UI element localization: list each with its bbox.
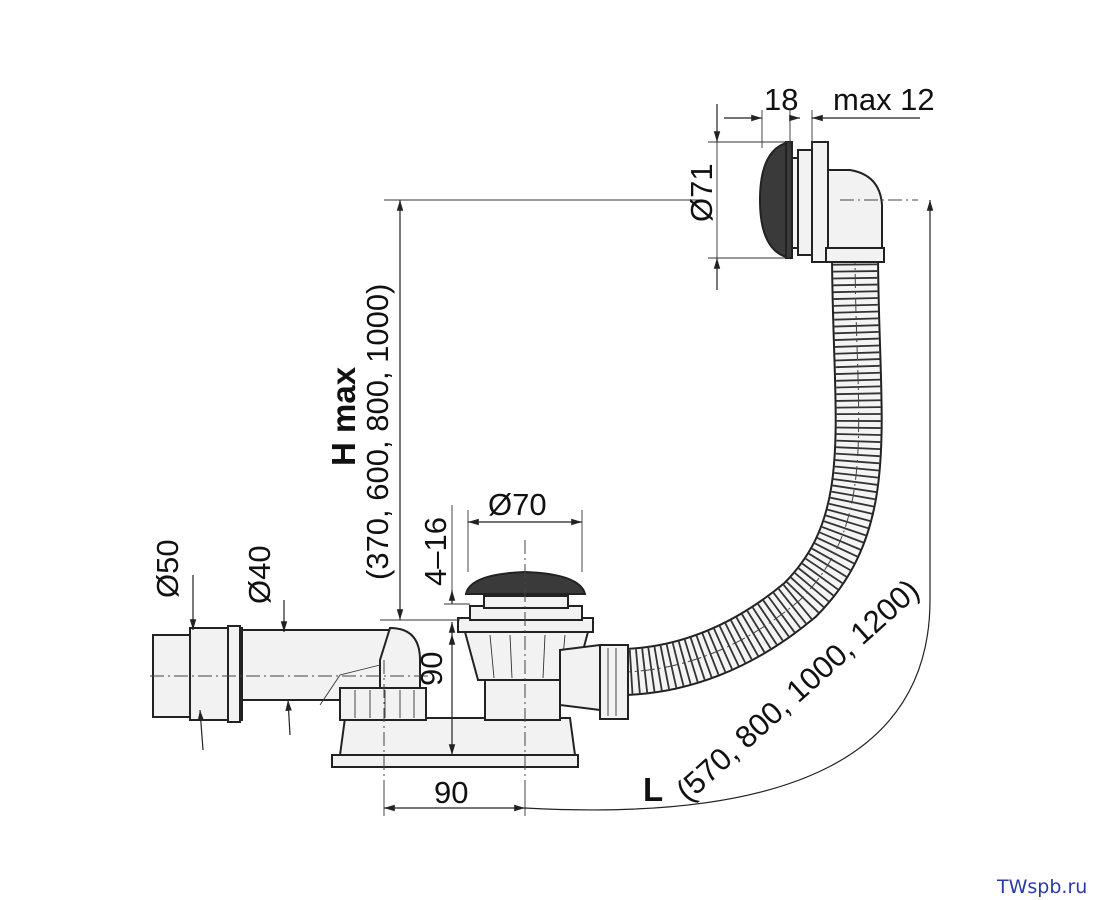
label-max12: max 12 — [833, 82, 935, 117]
label-l: L — [643, 771, 663, 808]
label-h90: 90 — [414, 652, 449, 686]
label-h-max-values: (370, 600, 800, 1000) — [360, 284, 395, 580]
watermark-text: TWspb.ru — [996, 876, 1087, 898]
label-d70: Ø70 — [488, 487, 547, 522]
overflow-assembly — [758, 140, 918, 263]
label-w90: 90 — [434, 775, 468, 810]
corrugated-hose — [623, 249, 883, 696]
label-h-max: H max — [325, 366, 362, 466]
trap-body — [331, 540, 629, 780]
label-d40: Ø40 — [242, 545, 277, 604]
dimension-lines — [189, 104, 934, 816]
label-18: 18 — [764, 82, 798, 117]
label-d50: Ø50 — [150, 539, 185, 598]
outlet-pipe — [150, 625, 430, 723]
label-d71: Ø71 — [684, 163, 719, 222]
label-4-16: 4–16 — [418, 517, 453, 586]
